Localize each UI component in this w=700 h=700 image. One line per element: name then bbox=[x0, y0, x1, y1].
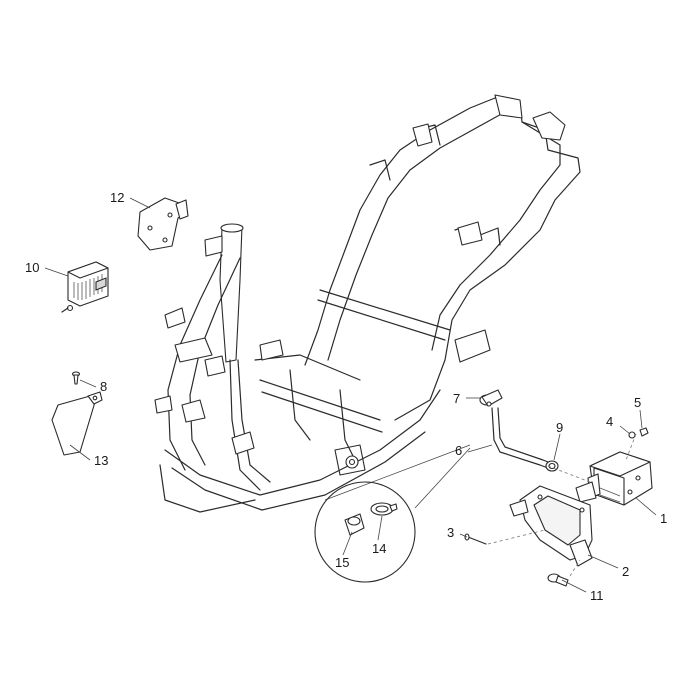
part-2-mount-bracket bbox=[509, 485, 593, 567]
part-3-bolt bbox=[464, 533, 487, 545]
part-8-screw bbox=[71, 371, 81, 385]
callout-3: 3 bbox=[447, 525, 454, 540]
part-1-canister bbox=[575, 451, 653, 506]
callout-7: 7 bbox=[453, 391, 460, 406]
part-10-voltage-regulator bbox=[61, 261, 109, 313]
callout-2: 2 bbox=[622, 564, 629, 579]
part-11-screw bbox=[547, 573, 569, 587]
callout-9: 9 bbox=[556, 420, 563, 435]
part-12-bracket-plate bbox=[137, 197, 189, 251]
part-14-clamp bbox=[370, 502, 398, 516]
callout-8: 8 bbox=[100, 379, 107, 394]
leader-lines bbox=[44, 197, 657, 593]
callout-10: 10 bbox=[25, 260, 39, 275]
callout-4: 4 bbox=[606, 414, 613, 429]
part-7-hose-clip bbox=[479, 389, 503, 407]
callout-6: 6 bbox=[455, 443, 462, 458]
callout-15: 15 bbox=[335, 555, 349, 570]
callout-14: 14 bbox=[372, 541, 386, 556]
part-13-bracket bbox=[51, 391, 103, 456]
callout-13: 13 bbox=[94, 453, 108, 468]
scooter-frame bbox=[154, 94, 581, 513]
detail-inset bbox=[314, 444, 471, 583]
part-15-clamp bbox=[344, 513, 365, 536]
callout-11: 11 bbox=[590, 588, 604, 603]
callout-numbers: 1 2 3 4 5 6 7 8 9 10 11 12 13 14 15 bbox=[25, 190, 667, 603]
part-4-washer bbox=[628, 431, 636, 439]
part-6-vent-pipe bbox=[491, 407, 549, 469]
part-5-nut bbox=[639, 427, 649, 437]
callout-5: 5 bbox=[634, 395, 641, 410]
callout-1: 1 bbox=[660, 511, 667, 526]
callout-12: 12 bbox=[110, 190, 124, 205]
